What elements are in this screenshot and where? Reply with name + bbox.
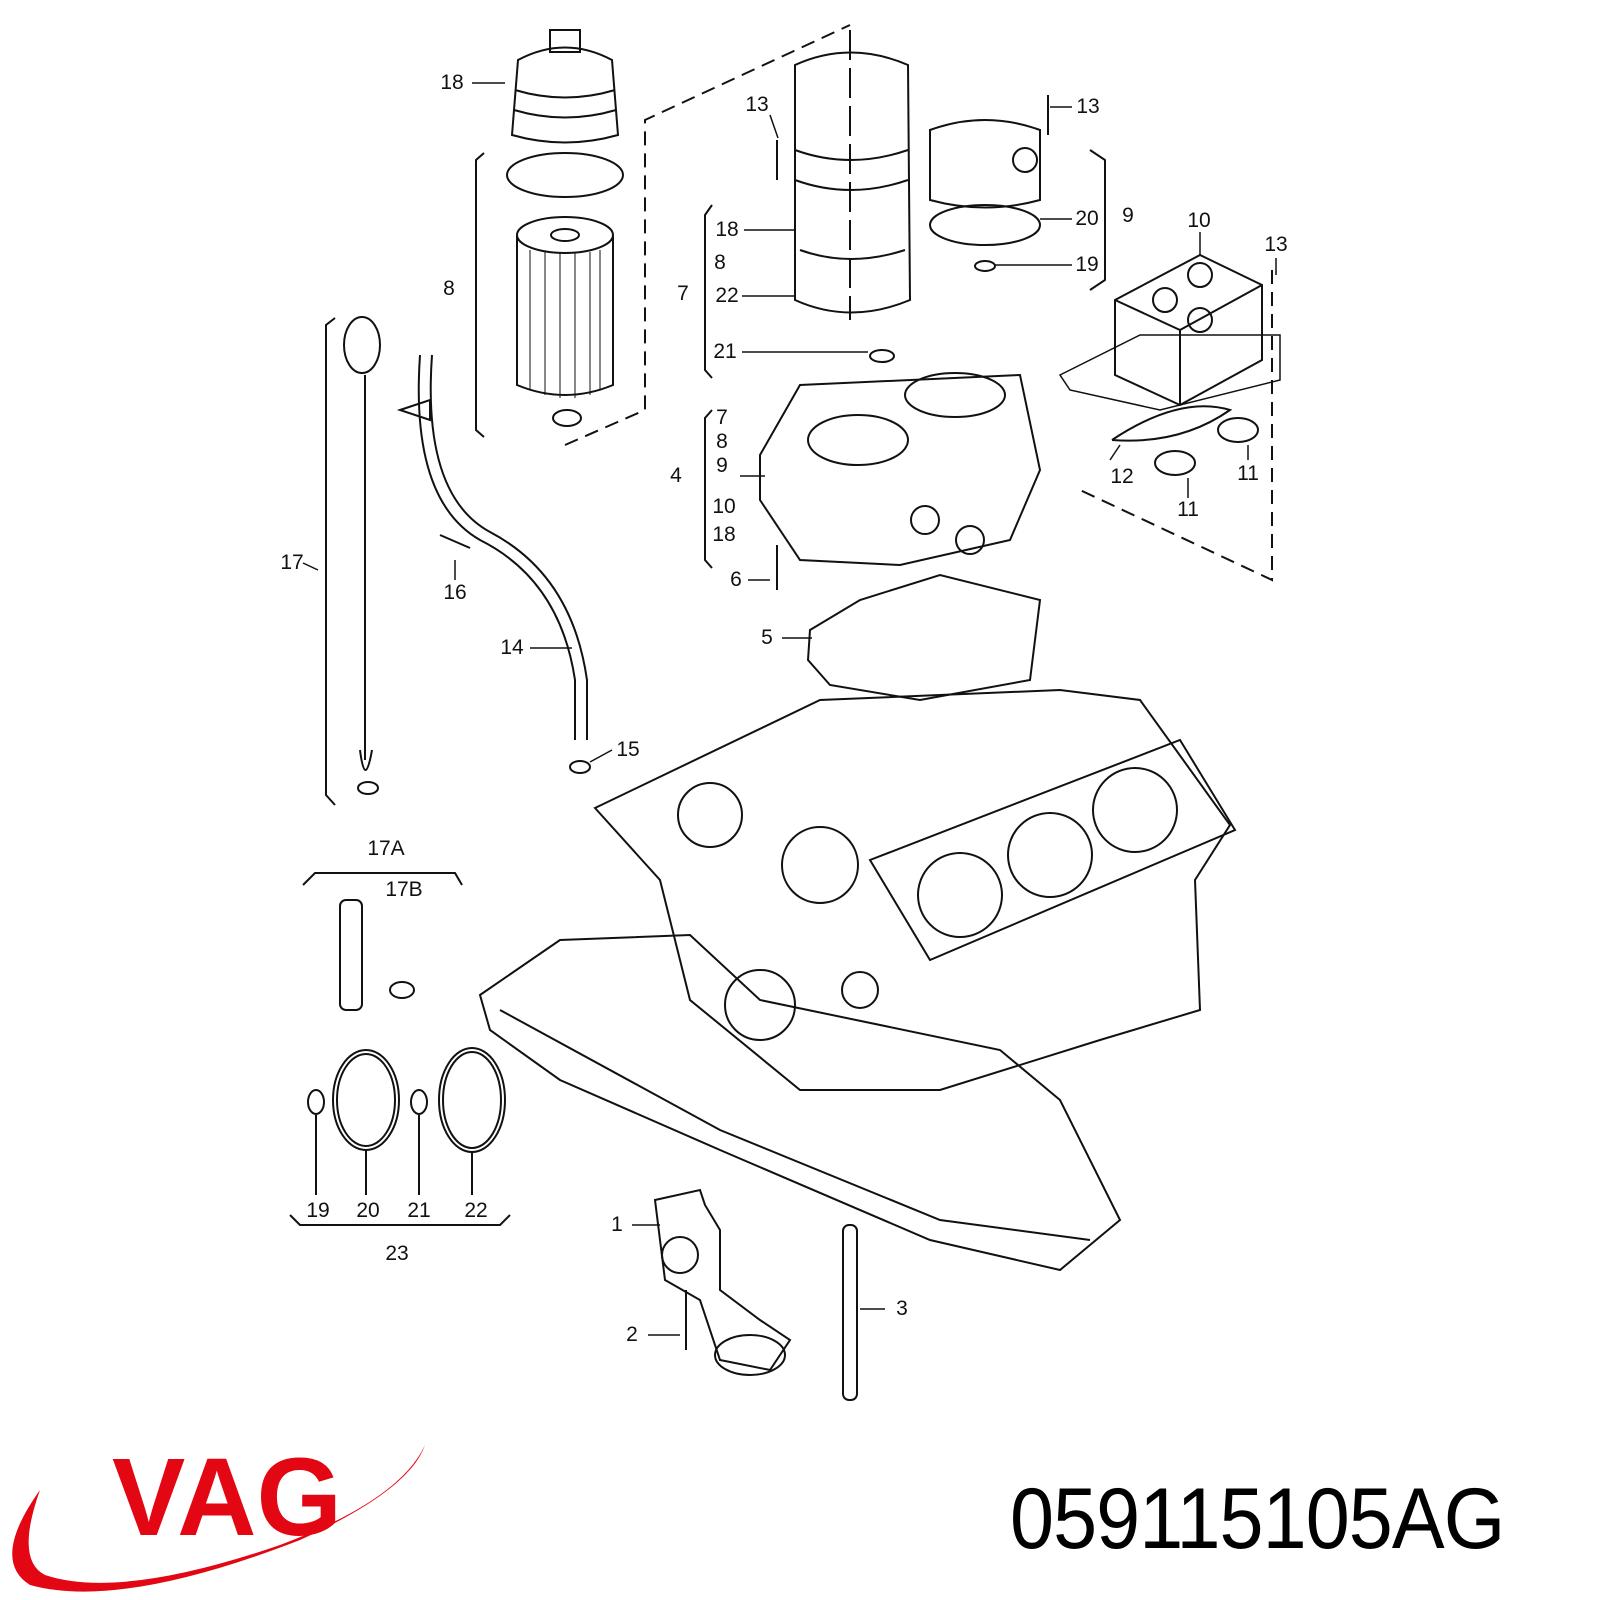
callout-label: 18 [715, 218, 739, 241]
o-ring-set [289, 1047, 511, 1226]
callout-label: 21 [407, 1199, 431, 1222]
callout-label: 18 [440, 71, 464, 94]
dashed-leader [1079, 270, 1273, 582]
bolt-16 [439, 534, 471, 549]
oil-cooler [1058, 253, 1281, 411]
callout-label: 18 [712, 523, 736, 546]
callout-label: 21 [713, 340, 737, 363]
seal-ring [869, 349, 895, 363]
oil-filter-element [516, 216, 614, 398]
callout-label: 22 [715, 284, 739, 307]
logo-text: VAG [112, 1436, 342, 1559]
callout-label: 7 [716, 406, 728, 429]
callout-label: 1 [611, 1213, 623, 1236]
callout-label: 2 [626, 1323, 638, 1346]
callout-label: 8 [443, 277, 455, 300]
oil-filter-bracket [759, 372, 1042, 567]
callout-label: 17A [367, 837, 405, 860]
engine-block [593, 688, 1237, 1091]
bracket-17 [325, 317, 336, 806]
callout-label: 13 [1264, 233, 1288, 256]
callout-label: 15 [616, 738, 640, 761]
callout-label: 9 [1122, 204, 1134, 227]
gasket-12 [1111, 405, 1233, 442]
gasket-11 [1217, 417, 1259, 443]
callout-label: 11 [1237, 462, 1259, 485]
callout-label: 14 [500, 636, 524, 659]
callout-label: 5 [761, 626, 773, 649]
bracket-4 [704, 409, 713, 569]
callout-label: 7 [677, 282, 689, 305]
oil-filter-cap [510, 29, 620, 144]
gasket-5 [806, 573, 1042, 702]
callout-label: 23 [385, 1242, 409, 1265]
callout-label: 10 [1187, 209, 1211, 232]
callout-label: 8 [714, 251, 726, 274]
dashed-leader [564, 24, 851, 446]
dipstick [343, 316, 381, 795]
callout-label: 3 [896, 1297, 908, 1320]
bracket-8 [475, 152, 485, 438]
seal-ring-15 [569, 760, 591, 774]
callout-label: 10 [712, 495, 736, 518]
callout-label: 17 [280, 551, 304, 574]
callout-label: 16 [443, 581, 467, 604]
bracket-9 [1089, 149, 1106, 291]
callout-label: 6 [730, 568, 742, 591]
callout-label: 13 [1076, 95, 1100, 118]
crankcase-breather [929, 119, 1041, 272]
gasket-11 [1154, 450, 1196, 476]
callout-label: 20 [1075, 207, 1099, 230]
callout-label: 13 [745, 93, 769, 116]
leader-lines [302, 82, 1277, 1336]
callout-label: 22 [464, 1199, 488, 1222]
callout-label: 8 [716, 430, 728, 453]
o-ring [506, 152, 624, 198]
callout-label: 11 [1177, 498, 1199, 521]
seal-ring [552, 409, 582, 427]
callout-label: 12 [1110, 465, 1134, 488]
callout-label: 9 [716, 454, 728, 477]
vag-logo: VAG [12, 1436, 425, 1592]
callout-label: 19 [1075, 253, 1099, 276]
oil-pan [478, 933, 1122, 1272]
dipstick-guide-tube [396, 354, 588, 740]
dipstick-17a [302, 872, 463, 1011]
part-number: 059115105AG [1010, 1471, 1505, 1567]
callout-label: 17B [385, 878, 423, 901]
pin-3 [842, 1224, 858, 1401]
callout-label: 19 [306, 1199, 330, 1222]
filter-housing [794, 30, 912, 320]
callout-label: 4 [670, 464, 682, 487]
oil-pump [653, 1188, 792, 1376]
callout-label: 20 [356, 1199, 380, 1222]
bracket-7 [704, 204, 713, 379]
